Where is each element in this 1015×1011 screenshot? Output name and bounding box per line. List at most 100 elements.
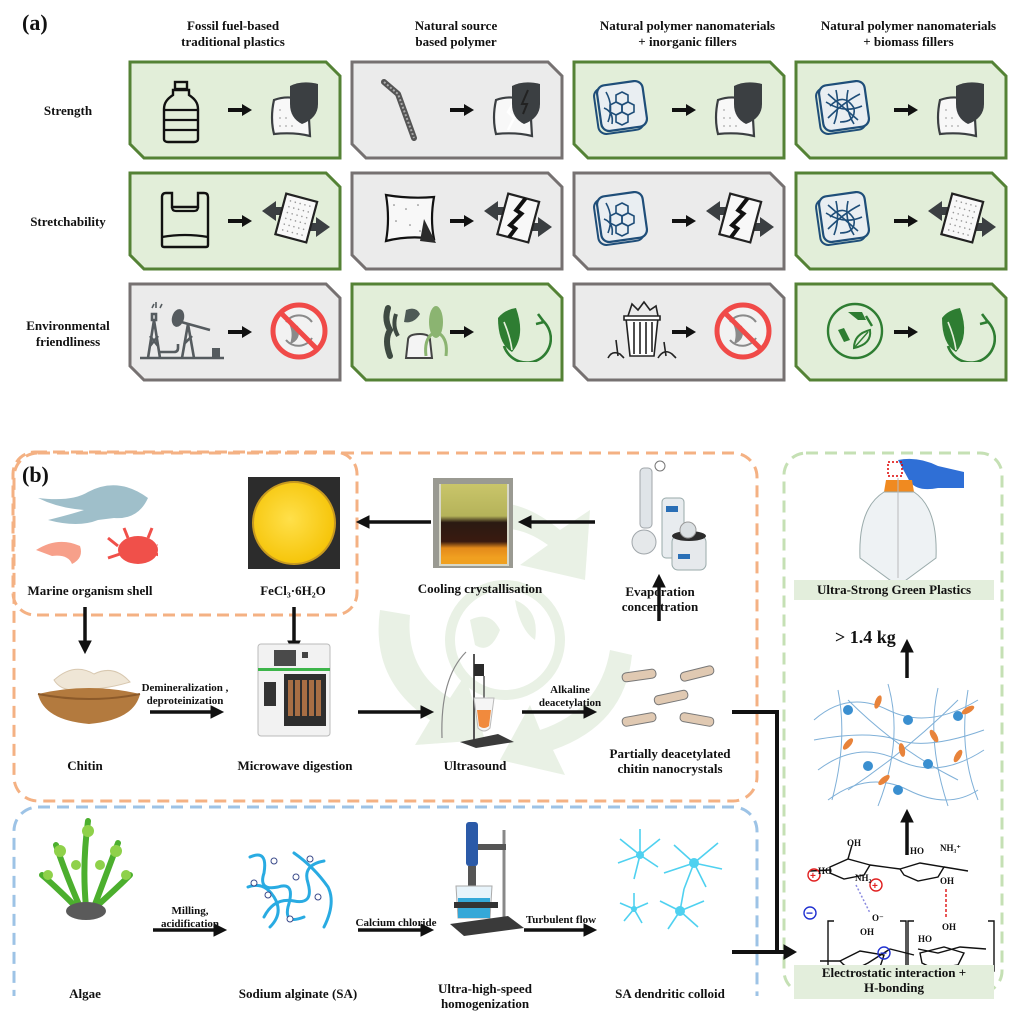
row-header-line: Strength [43,103,93,118]
beaker-contents [439,484,509,566]
comparison-card-good [128,60,343,160]
fiber-network-icon [814,78,874,143]
arrow-right-icon [450,104,474,116]
column-header-line: + inorganic fillers [638,34,737,49]
comparison-card-good [572,60,787,160]
svg-text:+: + [872,881,878,892]
chem-label-oh-lower: OH [860,927,875,937]
chem-label-nh3: NH₃⁺ [940,843,961,853]
arrow-right-icon [228,215,252,227]
no-recycle-icon [268,300,330,367]
arrow-right-icon [228,326,252,338]
comparison-card-bad [572,171,787,271]
arrow-right-icon [672,325,696,344]
biomass-sources-icon [380,300,450,367]
leaf-recycle-icon [490,300,553,367]
label-milling: Milling, [171,905,209,917]
arrow-right-icon [894,103,918,122]
plastic-bottle-icon [158,80,204,149]
arrow-right-icon [672,214,696,233]
label-cooling-crystallisation: Cooling crystallisation [417,581,543,596]
trash-can-icon [602,300,682,367]
dendritic-colloid-icon [617,829,723,930]
arrow-right-icon [672,326,696,338]
arrow-right-icon [894,104,918,116]
chemical-structure-diagram: ++ −− [803,844,995,972]
rotary-evaporator-icon [631,460,707,571]
row-header-strength: Strength [13,103,123,119]
chitin-route-frame [11,450,359,617]
column-header-line: Natural polymer nanomaterials [599,18,776,33]
chitin-route-frame [12,451,759,803]
recycle-leaf-badge-icon [824,300,886,367]
chem-label-ho-left: HO [818,866,833,876]
comparison-card-good [128,171,343,271]
interaction-label-bar: Electrostatic interaction + H-bonding [794,965,994,999]
column-header-line: based polymer [415,34,497,49]
stretch-film-icon [258,189,334,254]
comparison-card-good [794,60,1009,160]
column-header-natural-source: Natural source based polymer [356,18,556,50]
chem-label-oh-right: OH [940,876,955,886]
stretch-film-icon [924,189,1000,254]
shield-film-icon [934,78,990,145]
row-header-stretchability: Stretchability [13,214,123,230]
torn-stretch-film-icon [702,189,778,254]
column-header-inorganic: Natural polymer nanomaterials + inorgani… [575,18,800,50]
chem-label-oh-lower-right: OH [942,922,957,932]
label-microwave-digestion: Microwave digestion [237,758,353,773]
label-concentration: concentration [621,599,699,614]
row-header-line: Stretchability [30,214,106,229]
chem-label-nh2: NH₂ [855,873,872,883]
label-ultra-high-speed: Ultra-high-speed [438,981,532,996]
label-demineralization: Demineralization , [141,682,229,694]
chem-label-o-minus: O⁻ [872,913,884,923]
shield-film-icon [268,78,324,145]
row-header-environmental: Environmental friendliness [13,318,123,350]
label-turbulent-flow: Turbulent flow [525,914,597,926]
comparison-card-good [794,282,1009,382]
label-deproteinization: deproteinization [146,695,224,707]
homogenizer-icon [450,822,524,936]
sodium-alginate-chains-icon [246,851,333,929]
hanging-bottle-photo [859,458,964,587]
no-recycle-icon [712,300,774,367]
arrow-right-icon [672,215,696,227]
label-ultrasound: Ultrasound [443,758,507,773]
chitin-nanocrystals-icon [621,665,715,727]
svg-text:−: − [880,946,887,960]
column-header-biomass: Natural polymer nanomaterials + biomass … [796,18,1015,50]
interaction-label-line2: H-bonding [864,980,924,995]
svg-text:−: − [806,906,813,920]
paper-sheet-icon [380,189,444,252]
arrow-right-icon [450,214,474,233]
torn-stretch-film-icon [480,189,556,254]
fiber-network-icon [814,189,874,254]
label-deacetylation: deacetylation [538,697,602,709]
label-evaporation: Evaporation [625,584,695,599]
flow-arrows [78,515,914,960]
composite-network-icon [813,683,985,807]
arrow-right-icon [450,325,474,344]
row-header-line: friendliness [35,334,101,349]
arrow-right-icon [228,104,252,116]
fecl3-photo [248,477,340,569]
label-marine-organism-shell: Marine organism shell [27,583,153,598]
leaf-recycle-icon [934,300,997,367]
comparison-card-good [794,171,1009,271]
comparison-card-good [350,282,565,382]
column-header-line: traditional plastics [181,34,285,49]
label-algae: Algae [69,986,101,1001]
comparison-card-bad [572,282,787,382]
shield-film-icon [712,78,768,145]
oil-rig-icon [138,300,226,367]
label-partially-deacetylated: Partially deacetylated [609,746,731,761]
comparison-card-bad [350,171,565,271]
ultrasound-probe-icon [441,651,514,748]
product-label-bar: Ultra-Strong Green Plastics [794,580,994,600]
hexagon-network-icon [592,78,652,143]
chem-label-ho-right: HO [910,846,925,856]
arrow-right-icon [894,326,918,338]
hexagon-network-icon [592,189,652,254]
label-chitin: Chitin [67,758,103,773]
